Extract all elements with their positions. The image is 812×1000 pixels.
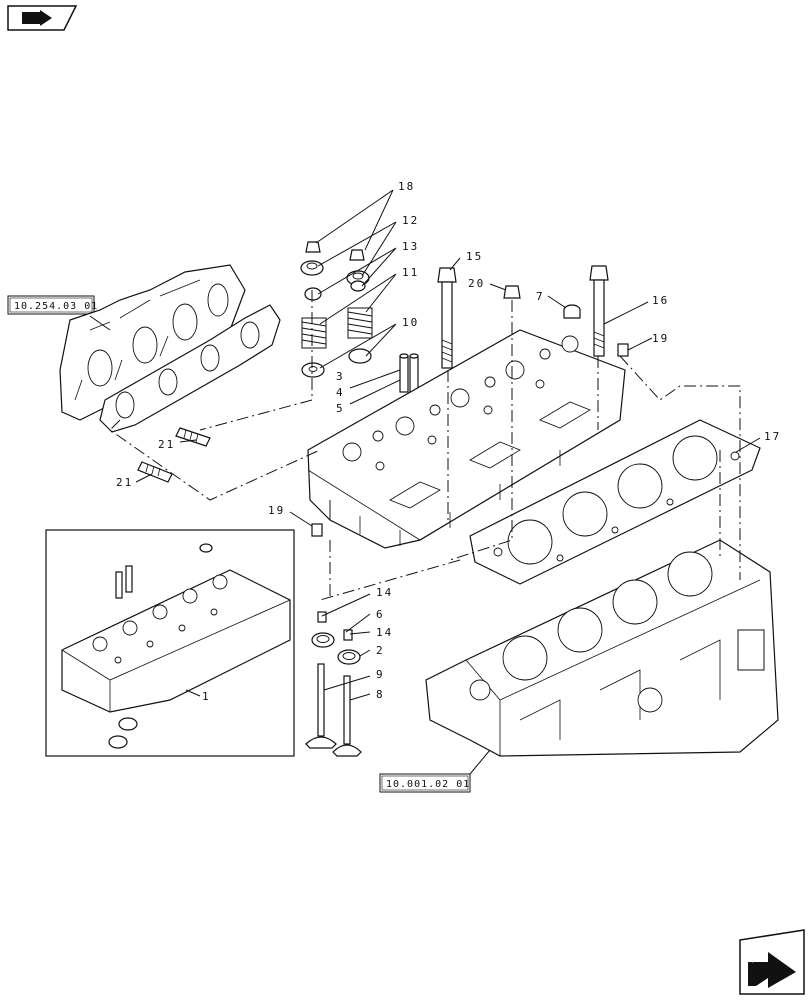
next-page-arrow-icon	[748, 947, 796, 988]
callout-21-upper: 21	[158, 438, 175, 451]
callout-21-lower: 21	[116, 476, 133, 489]
stud-upper	[175, 427, 211, 447]
callout-19-top: 19	[652, 332, 669, 345]
inset-cylinder-head-assembly	[45, 529, 295, 757]
callout-7: 7	[536, 290, 545, 303]
exhaust-valve	[332, 675, 362, 757]
callout-15: 15	[466, 250, 483, 263]
valve-spring-right	[347, 307, 373, 339]
engine-block	[425, 539, 779, 757]
callout-17: 17	[764, 430, 781, 443]
head-gasket	[469, 419, 761, 585]
assembly-center-lines	[109, 290, 741, 601]
valve-stem-seal-left	[304, 287, 322, 301]
block-reference-box[interactable]: 10.001.02 01	[379, 773, 471, 793]
callout-9: 9	[376, 668, 385, 681]
manifold-reference-box[interactable]: 10.254.03 01	[7, 295, 98, 315]
exhaust-manifold	[59, 264, 246, 421]
callout-12: 12	[402, 214, 419, 227]
valve-spring-retainer-upper	[300, 260, 324, 276]
valve-guides	[399, 353, 419, 393]
head-bolt-16	[589, 265, 609, 357]
dowel-19-top	[617, 343, 629, 357]
valve-seat-insert-right	[337, 649, 361, 665]
manifold-reference-label: 10.254.03 01	[14, 301, 98, 312]
dowel-19-left	[311, 523, 323, 537]
callout-19-left: 19	[268, 504, 285, 517]
callout-14-top: 14	[376, 586, 393, 599]
block-reference-label: 10.001.02 01	[386, 779, 470, 790]
callout-8: 8	[376, 688, 385, 701]
callout-10: 10	[402, 316, 419, 329]
bookmark-return-icon	[22, 10, 52, 26]
valve-keeper	[305, 241, 321, 253]
callout-2: 2	[376, 644, 385, 657]
callout-1: 1	[202, 690, 211, 703]
leader-lines	[89, 189, 761, 775]
callout-11: 11	[402, 266, 419, 279]
intake-valve	[305, 663, 337, 749]
manifold-gasket	[99, 304, 281, 433]
valve-keeper-right	[349, 249, 365, 261]
next-page-button[interactable]	[739, 929, 805, 995]
nut-20	[503, 285, 521, 299]
valve-seat-insert	[311, 632, 335, 648]
callout-labels: 18 12 13 11 10 3 4 5 15 20 7 16 19 17 19…	[116, 180, 781, 703]
callout-13: 13	[402, 240, 419, 253]
head-bolt-15	[437, 267, 457, 369]
valve-stem-seal-right	[350, 280, 366, 292]
valve-spring-seat-left	[301, 362, 325, 378]
callout-4: 4	[336, 386, 345, 399]
valve-spring-seat-right	[348, 348, 372, 364]
cap-7	[563, 304, 581, 319]
stud-lower	[137, 461, 173, 483]
callout-6: 6	[376, 608, 385, 621]
bookmark-return-button[interactable]	[7, 5, 78, 31]
callout-14-bottom: 14	[376, 626, 393, 639]
cylinder-head	[307, 329, 626, 549]
callout-5: 5	[336, 402, 345, 415]
callout-3: 3	[336, 370, 345, 383]
callout-18: 18	[398, 180, 415, 193]
callout-16: 16	[652, 294, 669, 307]
callout-20: 20	[468, 277, 485, 290]
